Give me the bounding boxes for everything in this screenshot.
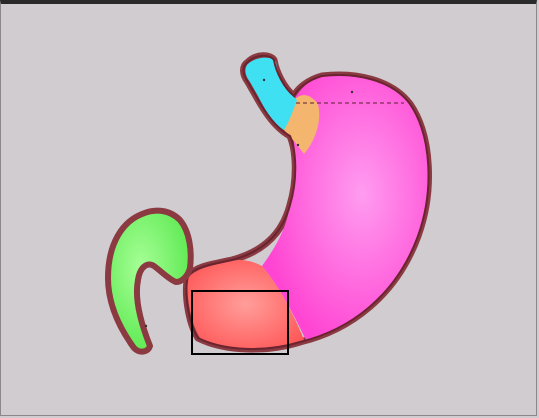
duodenum-marker-dot <box>145 325 147 327</box>
esophagus-marker-dot <box>263 79 265 81</box>
cardia-marker-dot <box>297 144 299 146</box>
fundus-marker-dot <box>351 91 353 93</box>
